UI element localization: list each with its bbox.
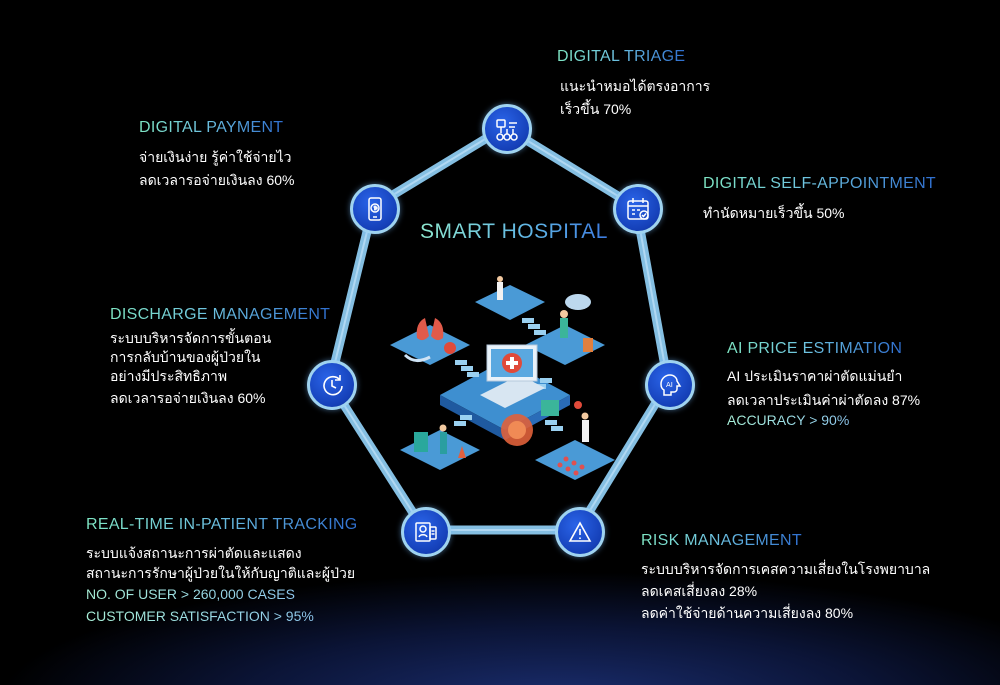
platform-top xyxy=(475,285,545,320)
node-digital-triage xyxy=(482,104,532,154)
center-title: SMART HOSPITAL xyxy=(420,220,608,243)
block-line: ระบบบริหารจัดการขั้นตอน xyxy=(110,330,272,346)
block-line: ทำนัดหมายเร็วขึ้น 50% xyxy=(703,205,845,221)
block-line: เร็วขึ้น 70% xyxy=(560,101,632,117)
clock-icon xyxy=(323,375,343,396)
node-digital-appointment xyxy=(613,184,663,234)
node-ai-price: AI xyxy=(645,360,695,410)
block-title: DISCHARGE MANAGEMENT xyxy=(110,306,331,323)
patient-tracking-icon xyxy=(415,522,437,542)
scientist-figure xyxy=(582,420,589,442)
block-line: ลดเวลารอจ่ายเงินลง 60% xyxy=(139,172,295,188)
block-line-accuracy: ACCURACY > 90% xyxy=(727,412,850,428)
test-tubes xyxy=(541,400,559,416)
lungs-icon xyxy=(416,318,444,341)
pill-bottle xyxy=(583,338,593,352)
pill-rows xyxy=(557,456,585,476)
block-title: DIGITAL SELF-APPOINTMENT xyxy=(703,175,937,192)
patient-figure xyxy=(560,318,568,338)
platform-left xyxy=(390,325,470,365)
laptop-base xyxy=(480,375,545,408)
block-line: อย่างมีประสิทธิภาพ xyxy=(110,368,228,384)
block-title: AI PRICE ESTIMATION xyxy=(727,340,903,357)
svg-text:AI: AI xyxy=(666,381,673,389)
block-line: ลดค่าใช้จ่ายด้านความเสี่ยงลง 80% xyxy=(641,605,854,621)
platform-main-side xyxy=(440,395,505,440)
ai-brain-icon: AI xyxy=(660,374,682,396)
cabinet xyxy=(414,432,428,452)
platform-right xyxy=(535,440,615,480)
calendar-icon xyxy=(627,198,649,220)
hospital-illustration xyxy=(390,276,615,480)
block-line: ลดเคสเสี่ยงลง 28% xyxy=(641,583,758,599)
stethoscope-icon xyxy=(403,353,431,362)
block-line: แนะนำหมอได้ตรงอาการ xyxy=(560,78,711,94)
mobile-payment-icon xyxy=(368,197,382,221)
red-balloon xyxy=(574,401,582,409)
block-line: การกลับบ้านของผู้ป่วยใน xyxy=(110,349,261,365)
doctor-figure-top xyxy=(497,282,503,300)
block-line: AI ประเมินราคาผ่าตัดแม่นยำ xyxy=(727,368,903,384)
node-tracking xyxy=(401,507,451,557)
block-title: DIGITAL PAYMENT xyxy=(139,119,284,136)
nurse-figure xyxy=(440,432,447,454)
block-line-satisfaction: CUSTOMER SATISFACTION > 95% xyxy=(86,608,314,624)
ring-inner-highlight xyxy=(329,126,669,531)
block-line: จ่ายเงินง่าย รู้ค่าใช้จ่ายไว xyxy=(139,149,292,165)
block-line: สถานะการรักษาผู้ป่วยในให้กับญาติและผู้ป่… xyxy=(86,565,356,581)
block-line: ลดเวลารอจ่ายเงินลง 60% xyxy=(110,390,266,406)
traffic-cone xyxy=(458,446,466,458)
cloud-icon xyxy=(565,294,591,310)
block-title: RISK MANAGEMENT xyxy=(641,532,802,549)
block-title: DIGITAL TRIAGE xyxy=(557,48,686,65)
triage-icon xyxy=(496,119,518,141)
block-line: ระบบบริหารจัดการเคสความเสี่ยงในโรงพยาบาล xyxy=(641,561,931,577)
node-risk xyxy=(555,507,605,557)
warning-icon xyxy=(568,521,592,542)
block-line-users: NO. OF USER > 260,000 CASES xyxy=(86,586,295,602)
block-line: ลดเวลาประเมินค่าผ่าตัดลง 87% xyxy=(727,392,921,408)
block-line: ระบบแจ้งสถานะการผ่าตัดและแสดง xyxy=(86,545,302,561)
block-title: REAL-TIME IN-PATIENT TRACKING xyxy=(86,516,358,533)
node-digital-payment xyxy=(350,184,400,234)
node-discharge xyxy=(307,360,357,410)
